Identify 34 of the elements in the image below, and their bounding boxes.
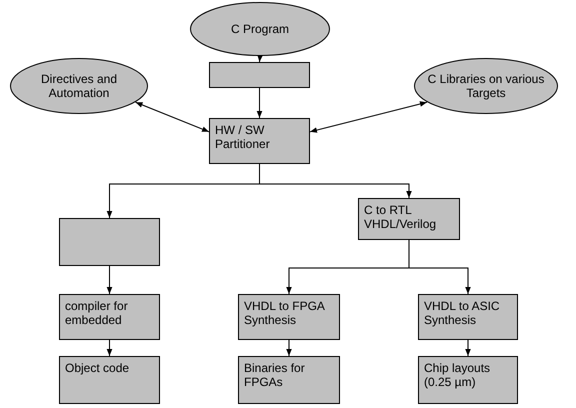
node-label: Chip layouts (0.25 µm) [424,361,492,389]
node-label: HW / SW Partitioner [215,123,271,151]
arrow [256,88,262,118]
process-box [358,198,460,240]
node-label: Binaries for FPGAs [244,361,306,389]
process-box [59,218,160,266]
process-box [209,118,310,164]
arrow [310,101,428,133]
process-box [59,294,160,340]
node-label: compiler for embedded [65,299,129,327]
node-label: C to RTL VHDL/Verilog [364,203,438,231]
node-label: C Program [230,22,289,36]
ellipse-node [414,58,558,114]
node-label: VHDL to FPGA Synthesis [244,299,326,327]
node-label: Object code [65,361,130,375]
arrow [408,240,471,294]
process-box [418,356,518,404]
arrow [106,340,112,356]
ellipse-node [10,58,148,114]
node-label: Directives and Automation [40,72,118,100]
process-box [238,294,340,340]
arrow [259,164,412,198]
ellipse-node [190,2,330,56]
arrow [286,340,292,356]
node-label: VHDL to ASIC Synthesis [424,299,501,327]
arrow [257,54,263,62]
arrow [135,102,210,132]
arrow [106,266,112,294]
process-box [59,356,160,404]
process-box [209,62,310,88]
node-label: C Libraries on various Targets [426,72,546,100]
process-box [418,294,518,340]
arrow [465,340,471,356]
process-box [238,356,340,404]
